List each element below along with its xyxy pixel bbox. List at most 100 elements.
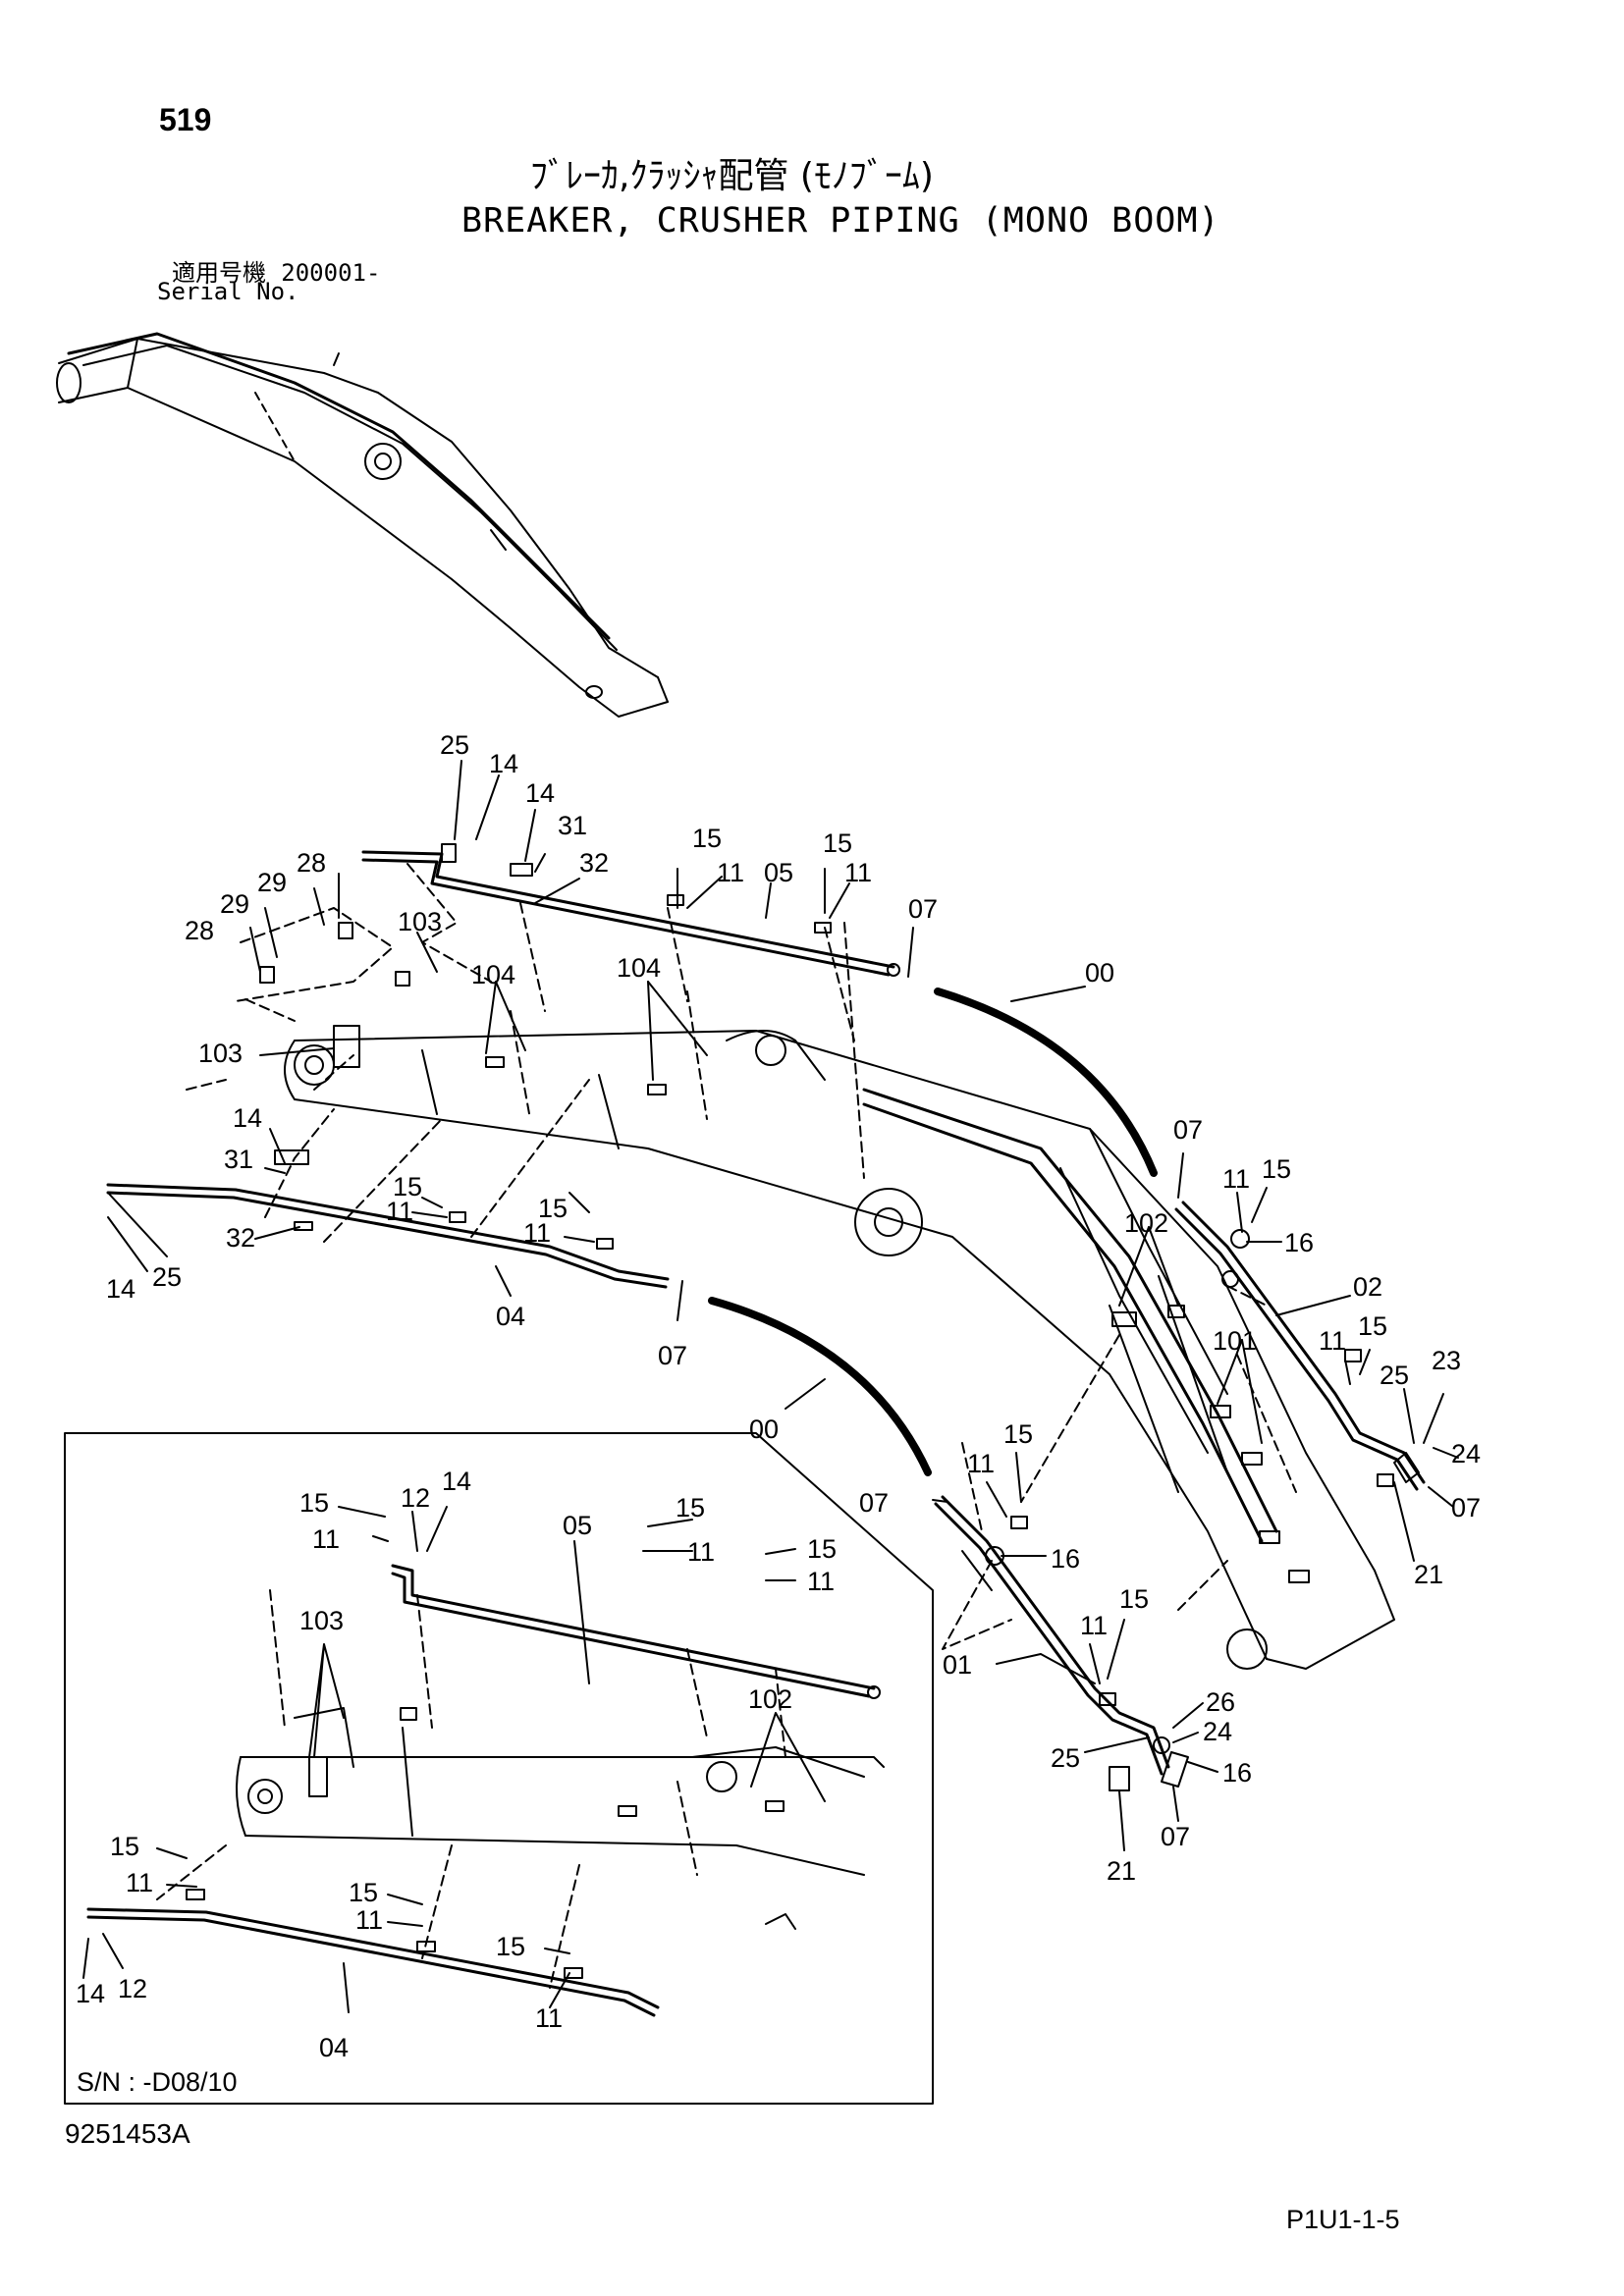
serial-value: 200001- <box>281 259 381 287</box>
callout: 15 <box>1262 1154 1291 1184</box>
callout: 24 <box>1451 1439 1481 1468</box>
callout: 21 <box>1107 1856 1136 1886</box>
inset-serial-range: S/N : -D08/10 <box>77 2067 238 2097</box>
inset-drawing <box>82 1506 885 2017</box>
serial-label-english: Serial No. <box>157 278 299 305</box>
callout: 102 <box>1124 1208 1168 1238</box>
callout: 15 <box>807 1534 837 1564</box>
callout: 11 <box>967 1449 995 1478</box>
callout: 00 <box>749 1415 779 1444</box>
callout: 04 <box>496 1302 525 1331</box>
tube-04 <box>106 1183 670 1289</box>
callout: 07 <box>859 1488 889 1518</box>
callout: 15 <box>538 1194 568 1223</box>
callout: 14 <box>442 1467 471 1496</box>
overview-boom-drawing <box>56 332 669 718</box>
callout: 16 <box>1284 1228 1314 1257</box>
serial-label-japanese: 適用号機 200001- <box>172 253 380 288</box>
callout: 104 <box>471 960 515 989</box>
callout: 16 <box>1222 1758 1252 1788</box>
callouts-main: 25 14 14 31 32 28 29 28 29 103 103 104 1… <box>106 730 1481 1886</box>
callout: 11 <box>1319 1326 1346 1356</box>
callout-leaders <box>107 760 1459 1851</box>
callout: 21 <box>1414 1560 1443 1589</box>
callout: 15 <box>496 1932 525 1961</box>
callout: 11 <box>1080 1611 1108 1640</box>
callout: 05 <box>563 1511 592 1540</box>
callouts-inset: 15 12 14 11 05 15 11 15 11 103 102 15 11… <box>76 1467 837 2097</box>
callout: 25 <box>1380 1361 1409 1390</box>
callout: 12 <box>401 1483 430 1513</box>
callout: 32 <box>226 1223 255 1253</box>
callout: 11 <box>687 1537 715 1567</box>
callout: 11 <box>717 858 744 887</box>
hose-00-upper <box>934 988 1158 1177</box>
callout: 11 <box>1222 1164 1250 1194</box>
callout: 02 <box>1353 1272 1382 1302</box>
callout: 11 <box>844 858 872 887</box>
hose-00-lower <box>708 1297 932 1476</box>
callout: 15 <box>1119 1584 1149 1614</box>
callout: 104 <box>617 953 661 983</box>
callout: 14 <box>106 1274 135 1304</box>
callout: 25 <box>1051 1743 1080 1773</box>
callout: 15 <box>299 1488 329 1518</box>
callout: 11 <box>126 1868 153 1897</box>
callout: 01 <box>943 1650 972 1680</box>
callout: 11 <box>312 1524 340 1554</box>
callout: 15 <box>349 1878 378 1907</box>
callout: 12 <box>118 1974 147 2003</box>
callout: 11 <box>355 1905 383 1935</box>
title-english: BREAKER, CRUSHER PIPING (MONO BOOM) <box>461 201 1220 240</box>
main-boom-drawing <box>284 922 1395 1670</box>
callout: 15 <box>393 1172 422 1201</box>
callout: 15 <box>110 1832 139 1861</box>
callout: 14 <box>233 1103 262 1133</box>
callout: 15 <box>823 828 852 858</box>
callout: 11 <box>535 2003 563 2033</box>
tube-01 <box>934 1495 1170 1776</box>
callout: 29 <box>257 868 287 897</box>
callout: 07 <box>658 1341 687 1370</box>
callout: 05 <box>764 858 793 887</box>
callout: 07 <box>1161 1822 1190 1851</box>
callout: 31 <box>558 811 587 840</box>
callout: 07 <box>1173 1115 1203 1145</box>
callout: 11 <box>386 1197 413 1226</box>
callout: 15 <box>676 1493 705 1522</box>
callout: 103 <box>398 907 442 936</box>
callout: 15 <box>1003 1419 1033 1449</box>
callout: 101 <box>1213 1326 1257 1356</box>
serial-jp-label: 適用号機 <box>172 259 266 287</box>
callout: 31 <box>224 1145 253 1174</box>
callout: 04 <box>319 2033 349 2062</box>
callout: 16 <box>1051 1544 1080 1574</box>
title-japanese: ﾌﾞﾚｰｶ,ｸﾗｯｼｬ配管 (ﾓﾉﾌﾞｰﾑ) <box>530 156 934 196</box>
callout: 07 <box>908 894 938 924</box>
callout: 23 <box>1432 1346 1461 1375</box>
callout: 103 <box>299 1606 344 1635</box>
tube-05 <box>361 850 900 977</box>
callout: 14 <box>525 778 555 808</box>
callout: 103 <box>198 1039 243 1068</box>
callout: 07 <box>1451 1493 1481 1522</box>
inset-frame <box>64 1432 934 2105</box>
callout: 00 <box>1085 958 1114 988</box>
callout: 14 <box>76 1979 105 2008</box>
page-number: 519 <box>159 102 212 137</box>
main-dashed-leaders <box>186 863 1268 1650</box>
callout: 28 <box>297 848 326 878</box>
callout: 102 <box>748 1684 792 1714</box>
callout: 15 <box>692 824 722 853</box>
callout: 24 <box>1203 1717 1232 1746</box>
drawing-number: 9251453A <box>65 2118 190 2149</box>
callout: 32 <box>579 848 609 878</box>
callout: 14 <box>489 749 518 778</box>
callout: 28 <box>185 916 214 945</box>
callout: 11 <box>523 1218 551 1248</box>
clamps-and-bolts <box>259 843 1420 1791</box>
callout: 25 <box>152 1262 182 1292</box>
callout: 25 <box>440 730 469 760</box>
callout: 15 <box>1358 1311 1387 1341</box>
